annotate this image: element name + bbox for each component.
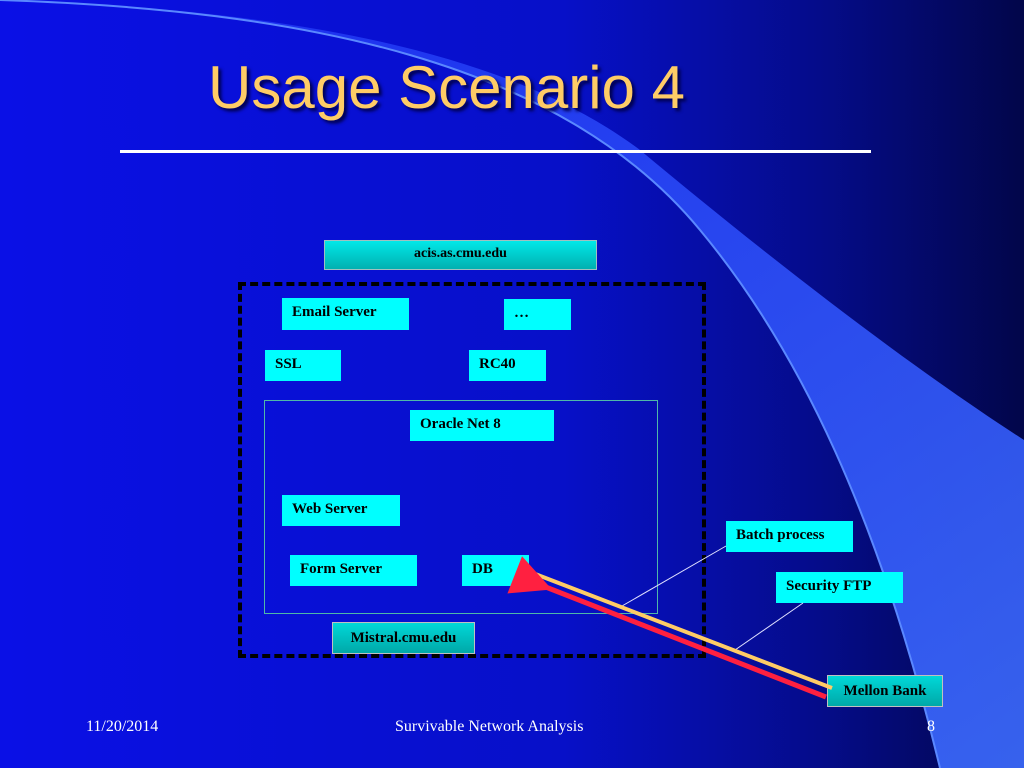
footer-date: 11/20/2014 [86, 718, 159, 735]
host-acis-label: acis.as.cmu.edu [324, 240, 597, 270]
node-rc40: RC40 [469, 350, 546, 381]
footer-page-number: 8 [927, 718, 935, 735]
node-oracle-net: Oracle Net 8 [410, 410, 554, 441]
host-mistral-label: Mistral.cmu.edu [332, 622, 475, 654]
oracle-network-boundary [264, 400, 658, 614]
node-batch-process: Batch process [726, 521, 853, 552]
footer-title: Survivable Network Analysis [395, 718, 584, 735]
node-form-server: Form Server [290, 555, 417, 586]
node-ssl: SSL [265, 350, 341, 381]
node-security-ftp: Security FTP [776, 572, 903, 603]
node-web-server: Web Server [282, 495, 400, 526]
node-email-server: Email Server [282, 298, 409, 330]
node-mellon-bank: Mellon Bank [827, 675, 943, 707]
title-divider [120, 150, 871, 153]
node-db: DB [462, 555, 529, 586]
node-ellipsis: … [504, 299, 571, 330]
acis-host-boundary [238, 282, 706, 658]
slide-title: Usage Scenario 4 [208, 54, 685, 121]
